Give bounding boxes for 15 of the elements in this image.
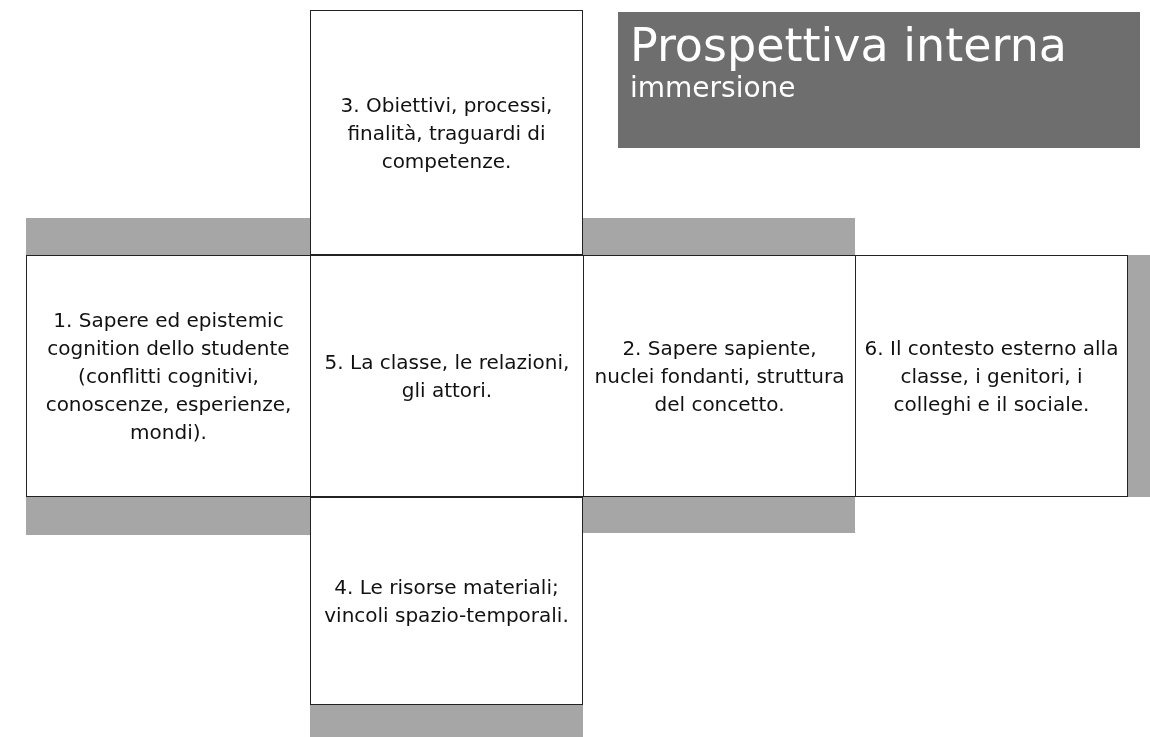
face-text: 5. La classe, le relazioni, gli attori. [323, 349, 571, 404]
cube-face [310, 255, 584, 497]
cube-face [26, 255, 311, 497]
face-text: 3. Obiettivi, processi, finalità, traguardi di competenze. [339, 91, 554, 175]
face-text: 1. Sapere ed epistemic cognition dello studente (conflitti cognitivi, conoscenze, esperienze, mondi). [44, 307, 293, 446]
subheading: immersione [630, 70, 796, 105]
face-text: 6. Il contesto esterno alla classe, i genitori, i colleghi e il sociale. [863, 335, 1120, 418]
heading: Prospettiva interna [630, 20, 1069, 71]
cube-face [310, 497, 583, 705]
title-banner [618, 12, 1140, 148]
cube-face [855, 255, 1128, 497]
face-text: 4. Le risorse materiali; vincoli spazio-temporali. [323, 574, 570, 629]
cube-face [583, 255, 856, 497]
face-text: 2. Sapere sapiente, nuclei fondanti, struttura del concetto. [593, 335, 846, 418]
cube-face [310, 10, 583, 255]
